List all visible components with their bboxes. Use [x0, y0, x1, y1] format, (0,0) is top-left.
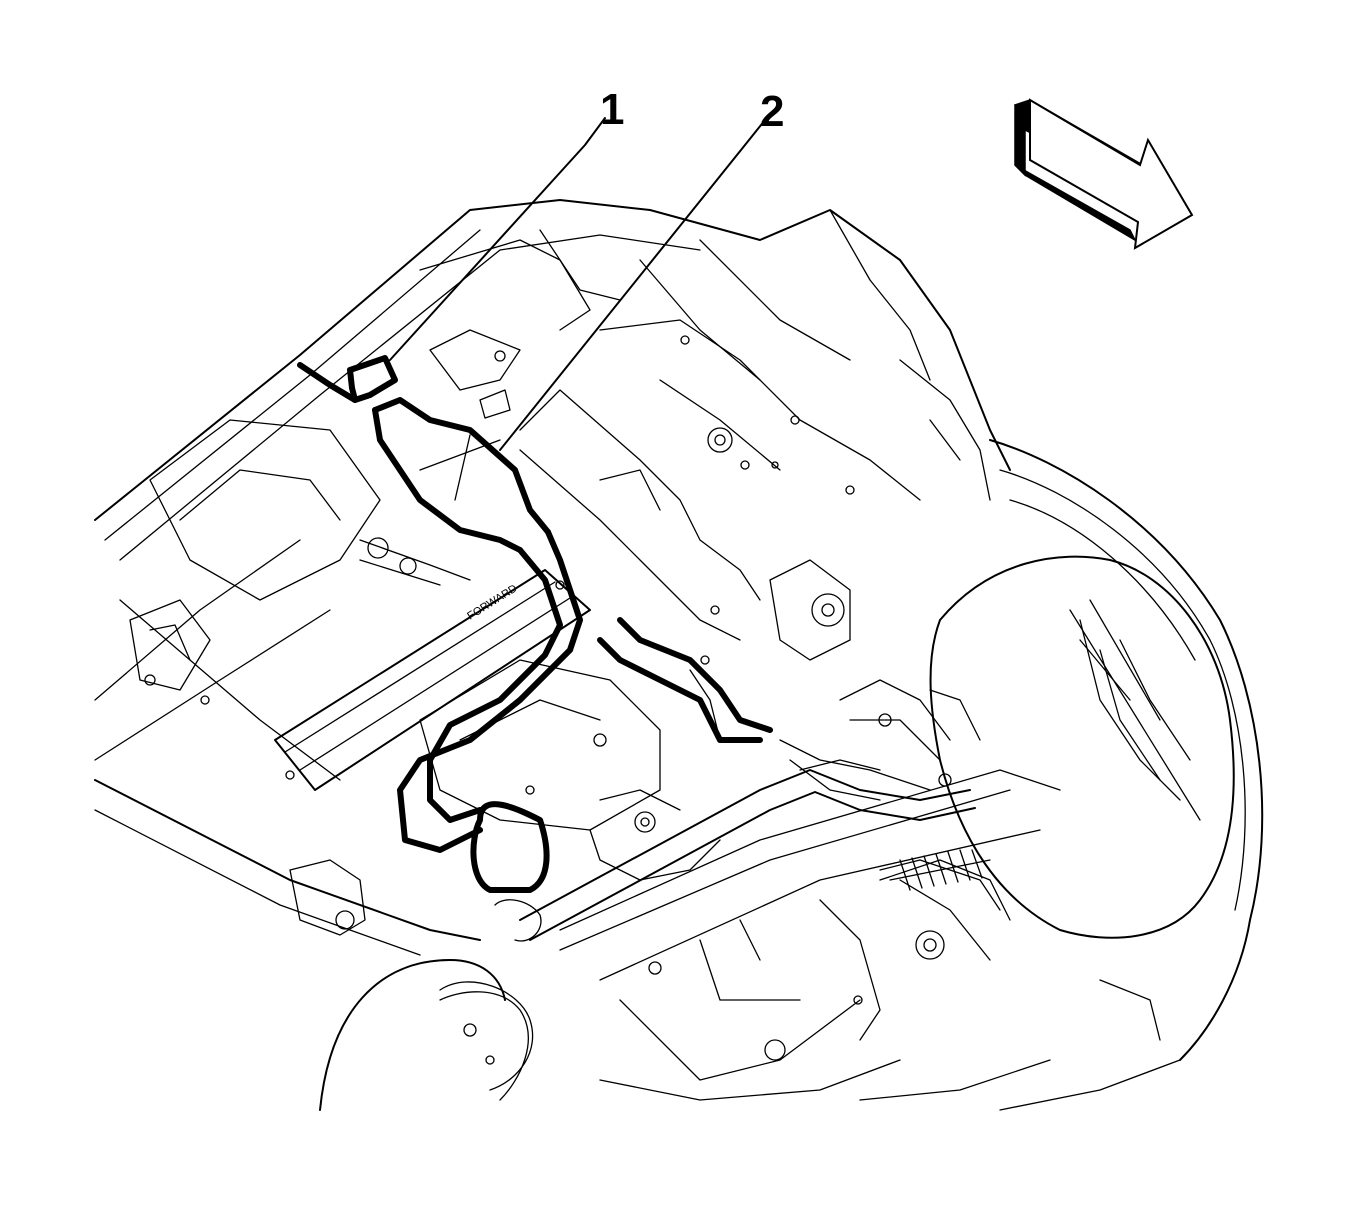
transmission-crossmember [274, 569, 591, 791]
stabilizer-bar [494, 759, 976, 942]
rear-left-components [289, 859, 534, 1091]
chassis-member [519, 389, 851, 665]
front-fascia [989, 439, 1264, 1111]
catalytic-converter [297, 355, 551, 553]
leader-line-1 [389, 117, 606, 361]
steering-gear [879, 849, 1001, 911]
callout-leaders [389, 117, 766, 451]
leader-line-2 [499, 119, 766, 451]
forward-arrow-icon [1014, 98, 1194, 250]
front-subframe [559, 769, 1061, 1101]
vehicle-body-outline [94, 199, 1011, 956]
front-left-tire [319, 959, 529, 1111]
crossmember-forward-label: FORWARD [465, 583, 519, 623]
exhaust-pipe [397, 529, 773, 893]
propeller-shaft [129, 537, 471, 705]
callout-1: 1 [600, 85, 625, 134]
callout-2: 2 [760, 87, 785, 136]
front-right-tire [929, 555, 1235, 939]
front-suspension [779, 679, 981, 801]
